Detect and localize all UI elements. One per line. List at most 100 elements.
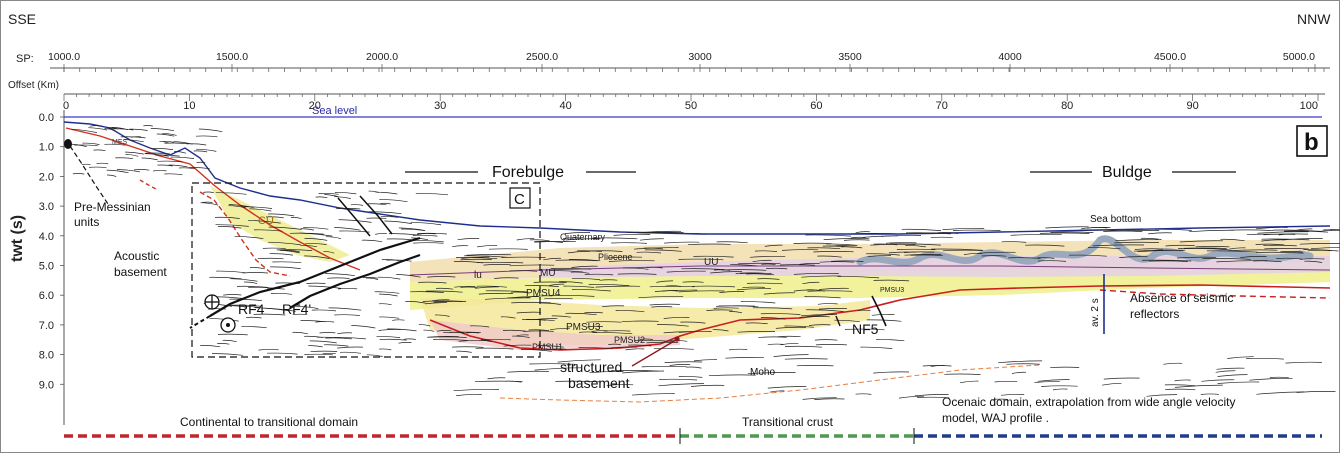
reflector-stroke: [308, 345, 323, 348]
reflector-stroke: [164, 142, 188, 145]
panel-label: b: [1304, 129, 1319, 156]
reflector-stroke: [1165, 388, 1196, 391]
reflector-stroke: [456, 350, 472, 353]
reflector-stroke: [398, 342, 412, 344]
reflector-stroke: [800, 314, 838, 317]
reflector-stroke: [693, 255, 734, 258]
reflector-stroke: [487, 377, 506, 380]
reflector-stroke: [433, 300, 467, 303]
sp-tick-label: 1500.0: [216, 51, 248, 63]
reflector-stroke: [888, 251, 916, 254]
reflector-stroke: [335, 208, 361, 210]
reflector-stroke: [337, 332, 352, 335]
reflector-stroke: [1102, 382, 1122, 386]
reflector-stroke: [784, 345, 823, 348]
reflector-stroke: [942, 228, 985, 230]
reflector-stroke: [366, 217, 387, 220]
reflector-stroke: [757, 278, 780, 280]
reflector-stroke: [746, 282, 783, 285]
offset-tick-label: 100: [1300, 100, 1318, 112]
reflector-stroke: [584, 273, 614, 276]
reflector-stroke: [799, 263, 820, 265]
reflector-stroke: [1282, 238, 1323, 241]
reflector-stroke: [365, 277, 379, 280]
reflector-stroke: [550, 267, 592, 270]
reflector-stroke: [325, 337, 352, 340]
reflector-stroke: [363, 277, 379, 279]
reflector-stroke: [310, 350, 338, 353]
reflector-stroke: [666, 270, 706, 273]
reflector-stroke: [452, 245, 469, 248]
reflector-stroke: [1227, 249, 1278, 252]
reflector-stroke: [461, 256, 490, 259]
reflector-stroke: [104, 143, 126, 146]
reflector-stroke: [885, 242, 917, 244]
reflector-stroke: [89, 166, 107, 169]
reflector-stroke: [337, 288, 358, 290]
reflector-stroke: [89, 125, 103, 127]
reflector-stroke: [646, 341, 679, 344]
sp-tick-label: 4000: [998, 51, 1022, 63]
reflector-stroke: [188, 167, 210, 170]
uu-label: UU: [704, 257, 718, 268]
reflector-stroke: [563, 285, 595, 288]
reflector-stroke: [157, 164, 173, 167]
reflector-stroke: [632, 393, 675, 396]
reflector-stroke: [1079, 229, 1117, 232]
reflector-stroke: [568, 259, 601, 262]
reflector-stroke: [844, 328, 885, 331]
reflector-stroke: [758, 336, 787, 338]
reflector-stroke: [410, 221, 442, 226]
reflector-stroke: [164, 173, 183, 176]
offset-tick-label: 20: [309, 100, 321, 112]
cu-yellow-fill: [210, 186, 350, 262]
fault-nf5: [871, 295, 887, 327]
reflector-stroke: [432, 299, 450, 302]
reflector-stroke: [253, 313, 286, 316]
reflector-stroke: [477, 245, 498, 248]
reflector-stroke: [500, 316, 516, 319]
reflector-stroke: [524, 285, 559, 287]
reflector-stroke: [396, 274, 421, 278]
reflector-stroke: [1321, 229, 1340, 232]
fault-cu: [337, 197, 371, 237]
offset-tick-label: 0: [63, 100, 69, 112]
sp-tick-label: 3000: [688, 51, 712, 63]
reflector-stroke: [268, 241, 301, 246]
red-horizon: [65, 127, 361, 271]
offset-tick-label: 50: [685, 100, 697, 112]
reflector-stroke: [304, 238, 328, 241]
reflector-stroke: [1217, 374, 1248, 377]
oceanic-domain-label-1: Ocenaic domain, extrapolation from wide …: [942, 395, 1235, 409]
red-horizon-dashed-short: [139, 179, 159, 191]
reflector-stroke: [1001, 393, 1025, 396]
reflector-stroke: [541, 302, 561, 305]
sp-tick-label: 4500.0: [1154, 51, 1186, 63]
reflector-stroke: [258, 349, 279, 351]
rf4-prime-label: RF4': [282, 301, 311, 317]
offset-tickmarks: [63, 94, 1319, 101]
reflector-stroke: [613, 233, 651, 236]
fault-cu-2: [359, 195, 393, 235]
reflector-stroke: [638, 296, 684, 299]
reflector-stroke: [534, 241, 576, 243]
reflector-stroke: [410, 291, 444, 293]
reflector-stroke: [379, 316, 400, 319]
absence-label-2: reflectors: [1130, 307, 1179, 321]
reflector-stroke: [544, 297, 573, 300]
reflector-stroke: [267, 352, 298, 355]
reflector-stroke: [815, 344, 847, 346]
reflector-stroke: [308, 285, 342, 289]
reflector-stroke: [375, 233, 387, 235]
reflector-stroke: [656, 324, 689, 327]
reflector-stroke: [1229, 247, 1246, 250]
reflector-stroke: [1278, 233, 1296, 236]
reflector-stroke: [1195, 246, 1230, 248]
reflector-stroke: [873, 371, 910, 374]
reflector-stroke: [678, 258, 724, 261]
reflector-stroke: [818, 307, 847, 310]
reflector-stroke: [873, 243, 898, 246]
reflector-stroke: [904, 254, 942, 256]
direction-right: NNW: [1297, 11, 1331, 27]
